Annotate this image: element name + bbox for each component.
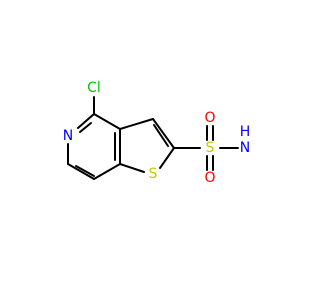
bond-c3a-c3	[119, 118, 154, 130]
atom-label-layer: Cl N S S O O N H	[63, 80, 251, 186]
bond-c6-c7	[67, 163, 95, 180]
chemical-structure: Cl N S S O O N H	[63, 80, 251, 186]
bond-c7-c7a	[93, 163, 121, 180]
bond-c3-c2-inner	[153, 124, 169, 147]
bond-c4-n5	[77, 113, 95, 129]
bond-c4-n5-inner	[79, 122, 92, 133]
chlorine-label: Cl	[87, 80, 101, 96]
bond-c2-s1	[159, 147, 175, 169]
amide-hydrogens-label: H	[240, 124, 251, 140]
oxygen-top-label: O	[204, 110, 215, 126]
sulfonyl-sulfur-label: S	[206, 140, 215, 156]
bond-layer	[67, 96, 239, 180]
thiophene-sulfur-label: S	[149, 166, 158, 182]
bond-c3-c2	[152, 118, 175, 149]
bond-s1-c7a	[119, 163, 145, 173]
amide-nitrogen-label: N	[240, 140, 250, 156]
oxygen-bottom-label: O	[204, 170, 215, 186]
bond-c3a-c4	[93, 113, 121, 130]
bond-c6-c7-inner	[75, 165, 95, 177]
ring-nitrogen-label: N	[63, 128, 73, 144]
